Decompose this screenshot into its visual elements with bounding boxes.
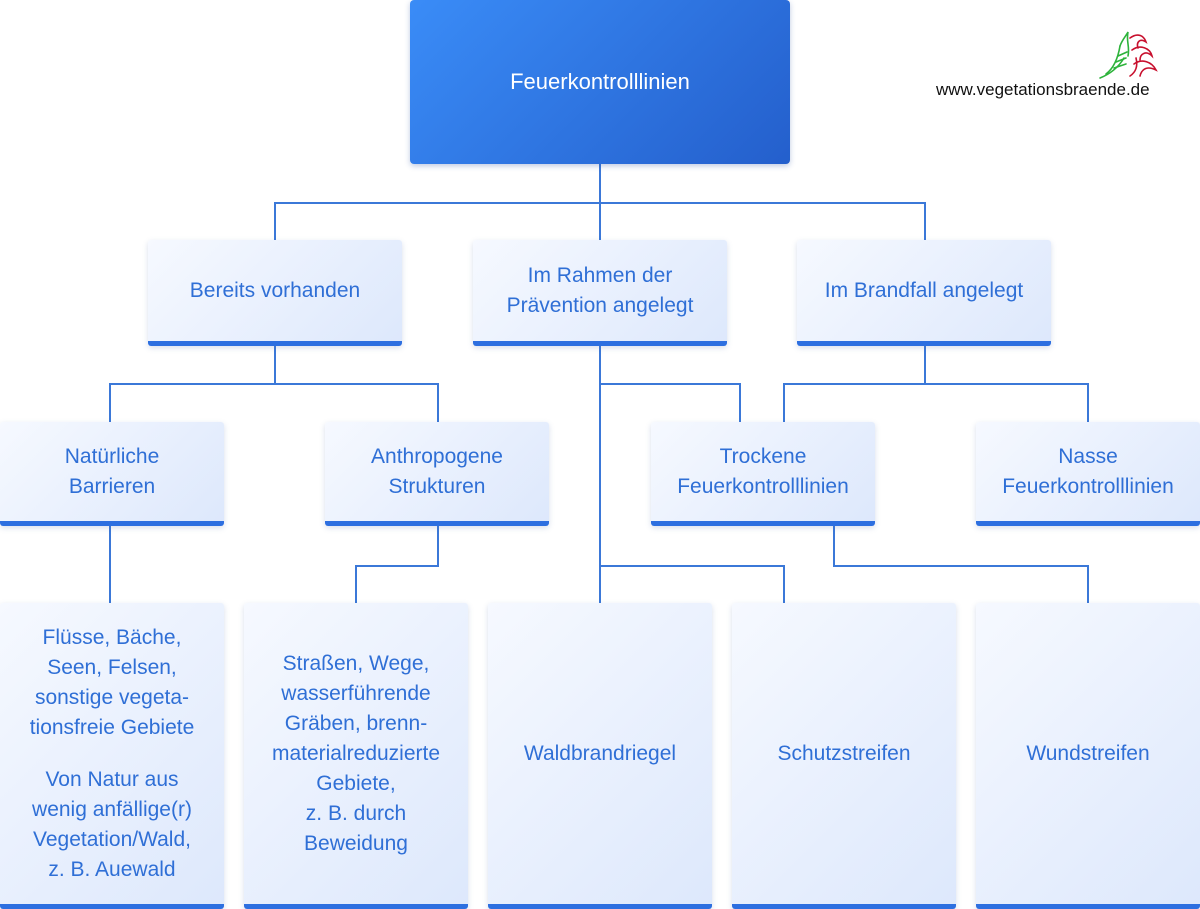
leaf-rivers-line-4: tionsfreie Gebiete [29, 715, 195, 739]
connector-firecase-level2 [783, 346, 1089, 422]
leaf-roads-line-3: Gräben, brenn- [284, 711, 428, 735]
leaf-rivers-line-2: Seen, Felsen, [47, 655, 177, 679]
node-wet: Nasse Feuerkontrolllinien [976, 422, 1200, 526]
root-label: Feuerkontrolllinien [510, 69, 690, 94]
node-existing-line: Bereits vorhanden [189, 278, 361, 302]
leaf-roads-line-1: Straßen, Wege, [282, 651, 430, 675]
node-existing: Bereits vorhanden [148, 240, 402, 346]
node-anthropogenic-line-1: Anthropogene [371, 444, 503, 468]
leaf-roads-line-5: Gebiete, [316, 771, 396, 795]
leaf-rivers-paragraph-2: Von Natur aus wenig anfällige(r) Vegetat… [32, 765, 192, 885]
logo-url: www.vegetationsbraende.de [936, 80, 1150, 99]
root-node: Feuerkontrolllinien [410, 0, 790, 164]
leaf-roads: Straßen, Wege, wasserführende Gräben, br… [244, 603, 468, 909]
node-dry-line-1: Trockene [719, 444, 807, 468]
leaf-roads-line-6: z. B. durch [305, 801, 407, 825]
leaf-rivers-line-3: sonstige vegeta- [34, 685, 190, 709]
leaf-rivers-line-5: Von Natur aus [45, 767, 179, 791]
node-natural-line-2: Barrieren [68, 474, 156, 498]
connector-anthropogenic-leaf [355, 526, 439, 603]
connector-existing-level2 [109, 346, 439, 422]
connector-prevention [599, 346, 785, 603]
leaf-roads-line-4: materialreduzierte [271, 741, 441, 765]
connector-dry-leaves [833, 526, 1089, 603]
node-prevention: Im Rahmen der Prävention angelegt [473, 240, 727, 346]
flame-tree-icon [1099, 31, 1158, 79]
leaf-protective-line: Schutzstreifen [777, 741, 911, 765]
leaf-firebreak: Waldbrandriegel [488, 603, 712, 909]
leaf-wound: Wundstreifen [976, 603, 1200, 909]
leaf-protective: Schutzstreifen [732, 603, 956, 909]
node-dry: Trockene Feuerkontrolllinien [651, 422, 875, 526]
leaf-roads-line-2: wasserführende [281, 681, 431, 705]
node-dry-line-2: Feuerkontrolllinien [677, 474, 849, 498]
node-natural: Natürliche Barrieren [0, 422, 224, 526]
node-prevention-line-2: Prävention angelegt [506, 293, 694, 317]
leaf-roads-line-7: Beweidung [304, 831, 408, 855]
leaf-rivers-paragraph-1: Flüsse, Bäche, Seen, Felsen, sonstige ve… [30, 623, 195, 743]
leaf-rivers-line-8: z. B. Auewald [48, 857, 176, 881]
node-anthropogenic-line-2: Strukturen [388, 474, 486, 498]
leaf-wound-line: Wundstreifen [1026, 741, 1150, 765]
leaf-rivers-line-1: Flüsse, Bäche, [42, 625, 182, 649]
node-prevention-line-1: Im Rahmen der [527, 263, 673, 287]
node-wet-line-1: Nasse [1058, 444, 1118, 468]
connector-root-level1 [274, 164, 926, 240]
logo: www.vegetationsbraende.de [936, 28, 1166, 104]
leaf-rivers: Flüsse, Bäche, Seen, Felsen, sonstige ve… [0, 603, 224, 909]
leaf-rivers-line-7: Vegetation/Wald, [32, 827, 191, 851]
node-wet-line-2: Feuerkontrolllinien [1002, 474, 1174, 498]
node-anthropogenic: Anthropogene Strukturen [325, 422, 549, 526]
leaf-rivers-line-6: wenig anfällige(r) [32, 797, 192, 821]
node-natural-line-1: Natürliche [64, 444, 160, 468]
node-firecase-line: Im Brandfall angelegt [824, 278, 1024, 302]
leaf-firebreak-line: Waldbrandriegel [523, 741, 677, 765]
node-firecase: Im Brandfall angelegt [797, 240, 1051, 346]
